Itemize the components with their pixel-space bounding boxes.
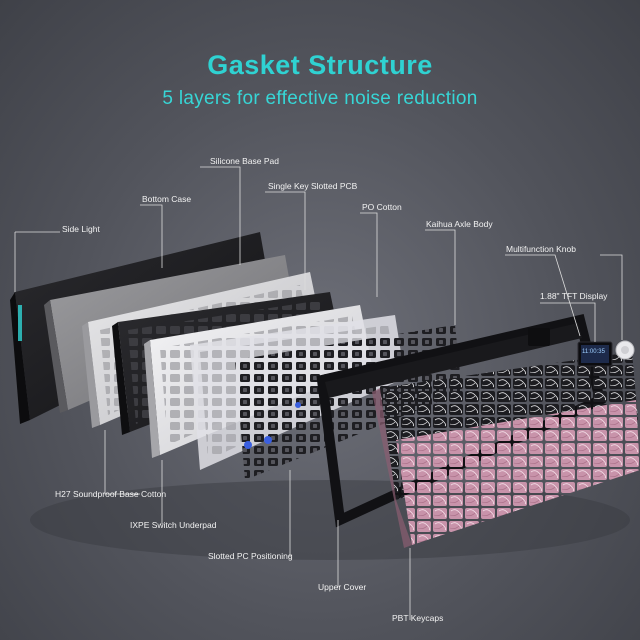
label-side-light: Side Light [62, 224, 100, 234]
label-ixpe-underpad: IXPE Switch Underpad [130, 520, 217, 530]
tft-display [577, 341, 613, 367]
label-multifunction-knob: Multifunction Knob [506, 244, 576, 254]
label-upper-cover: Upper Cover [318, 582, 367, 592]
multifunction-knob [615, 340, 635, 360]
label-po-cotton: PO Cotton [362, 202, 402, 212]
label-bottom-case: Bottom Case [142, 194, 192, 204]
leader-lines [14, 166, 623, 620]
label-single-key-slotted-pcb: Single Key Slotted PCB [268, 181, 358, 191]
label-tft-display: 1.88" TFT Display [540, 291, 608, 301]
label-pbt-keycaps: PBT Keycaps [392, 613, 444, 623]
keycaps-layer [372, 352, 640, 548]
label-silicone-base-pad: Silicone Base Pad [210, 156, 279, 166]
page-subtitle: 5 layers for effective noise reduction [162, 88, 478, 109]
side-light-strip [18, 305, 22, 341]
label-kaihua-axle-body: Kaihua Axle Body [426, 219, 493, 229]
display-time-readout: 11:00:35 [582, 349, 605, 355]
label-pc-positioning: Slotted PC Positioning [208, 551, 293, 561]
label-h27-base-cotton: H27 Soundproof Base Cotton [55, 489, 167, 499]
page-title: Gasket Structure [207, 50, 433, 80]
